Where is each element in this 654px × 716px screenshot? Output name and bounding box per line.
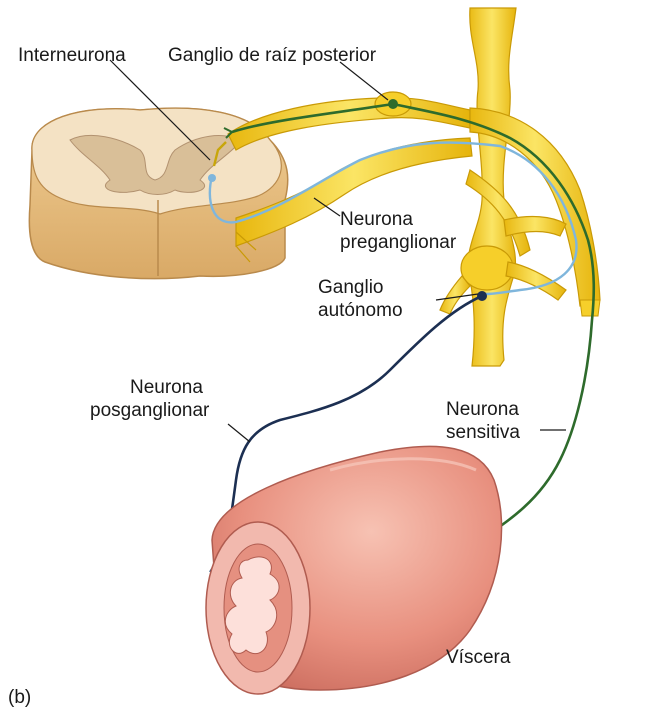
label-neurona-sensitiva: Neurona sensitiva (446, 398, 520, 444)
label-neurona-posganglionar: Neurona posganglionar (90, 376, 209, 422)
sensory-cell-body (388, 99, 398, 109)
panel-label: (b) (8, 686, 31, 709)
label-viscera: Víscera (446, 646, 510, 669)
label-ganglio-autonomo: Ganglio autónomo (318, 276, 403, 322)
label-ganglio-raiz-posterior: Ganglio de raíz posterior (168, 44, 376, 67)
label-neurona-preganglionar: Neurona preganglionar (340, 208, 456, 254)
label-interneurona: Interneurona (18, 44, 126, 67)
